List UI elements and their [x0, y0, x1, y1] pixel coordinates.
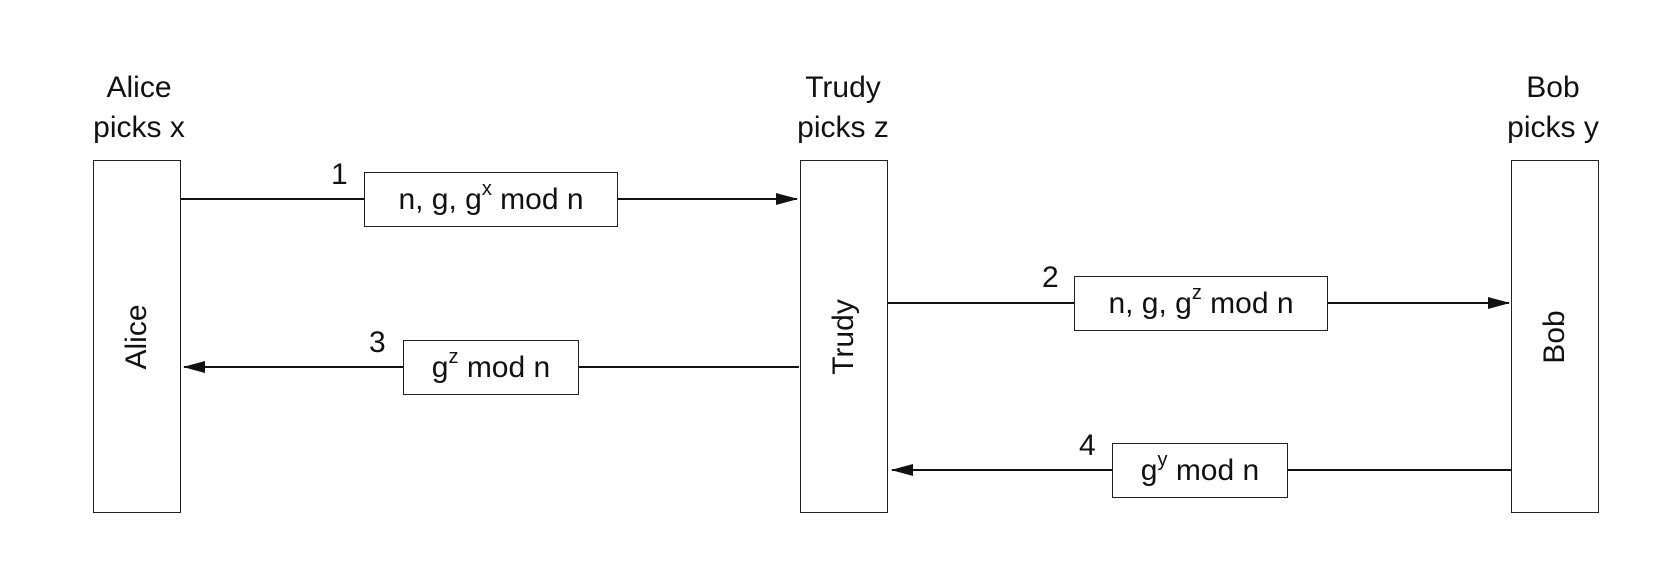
alice-header: Alice picks x [64, 68, 214, 148]
trudy-box-label: Trudy [827, 298, 860, 375]
message-2-suffix: mod n [1201, 286, 1294, 320]
message-3-number: 3 [369, 326, 386, 359]
message-2-prefix: n, g, g [1108, 286, 1192, 320]
message-3-exponent: z [448, 346, 459, 368]
alice-choice: picks x [93, 111, 185, 144]
message-2-number: 2 [1042, 261, 1059, 294]
alice-box-label: Alice [120, 303, 153, 370]
message-1-number: 1 [331, 158, 348, 191]
bob-box-label: Bob [1538, 309, 1571, 364]
message-2-exponent: z [1191, 282, 1202, 304]
alice-box: Alice [93, 160, 181, 513]
bob-choice: picks y [1507, 111, 1599, 144]
bob-box: Bob [1511, 160, 1599, 513]
message-3-suffix: mod n [458, 350, 551, 384]
message-4-exponent: y [1157, 449, 1168, 471]
message-1-prefix: n, g, g [398, 182, 482, 216]
message-3-prefix: g [431, 350, 449, 384]
message-1-exponent: x [481, 178, 492, 200]
bob-header: Bob picks y [1478, 68, 1628, 148]
alice-name: Alice [106, 71, 172, 104]
message-1-suffix: mod n [491, 182, 584, 216]
message-4-prefix: g [1140, 453, 1158, 487]
trudy-header: Trudy picks z [768, 68, 918, 148]
message-4-suffix: mod n [1167, 453, 1260, 487]
message-4-number: 4 [1079, 429, 1096, 462]
trudy-box: Trudy [800, 160, 888, 513]
trudy-choice: picks z [797, 111, 889, 144]
bob-name: Bob [1526, 71, 1580, 104]
trudy-name: Trudy [805, 71, 881, 104]
